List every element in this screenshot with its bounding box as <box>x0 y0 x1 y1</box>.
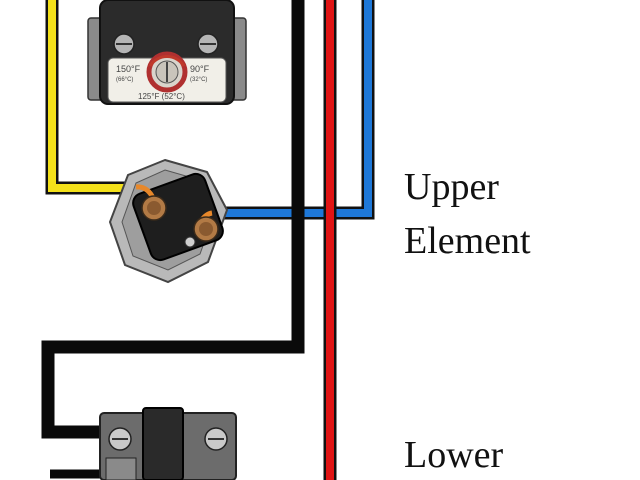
dial-mark-right: 90°F <box>190 64 210 74</box>
black-wire <box>41 0 305 439</box>
lower-label: Lower <box>404 434 504 476</box>
yellow-wire-core <box>48 0 140 192</box>
dial-mark-right-sub: (32°C) <box>190 77 207 83</box>
temperature-dial <box>146 51 188 93</box>
dial-mark-bottom: 125°F (52°C) <box>138 92 185 101</box>
terminal-screw <box>204 427 228 451</box>
upper-element <box>108 158 229 284</box>
terminal-screw <box>197 33 219 55</box>
element-terminal-screw <box>193 216 219 242</box>
upper-element-label-line2: Element <box>404 220 531 262</box>
dial-mark-left: 150°F <box>116 64 141 74</box>
terminal-screw <box>113 33 135 55</box>
dial-mark-left-sub: (66°C) <box>116 77 133 83</box>
element-terminal-screw <box>141 195 167 221</box>
terminal-screw <box>108 427 132 451</box>
blue-wire-core <box>212 0 372 217</box>
upper-element-label-line1: Upper <box>404 166 499 208</box>
lower-thermostat <box>99 407 237 480</box>
upper-thermostat: 150°F (66°C) 90°F (32°C) 125°F (52°C) <box>87 0 247 105</box>
